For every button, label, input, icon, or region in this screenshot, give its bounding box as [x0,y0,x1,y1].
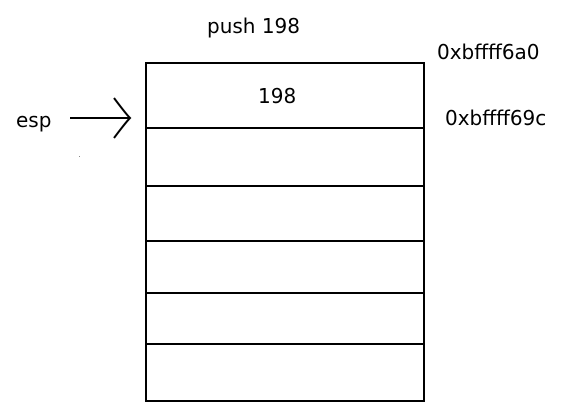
address-label-top: 0xbffff6a0 [437,40,540,64]
esp-register-label: esp [16,108,52,132]
instruction-title: push 198 [207,14,300,38]
address-label-esp: 0xbffff69c [445,106,547,130]
stack-divider [147,343,423,345]
esp-pointer-arrow-icon [70,97,132,139]
stray-dot [79,156,80,157]
stack-divider [147,292,423,294]
stack-frame [145,62,425,402]
stack-cell-value: 198 [258,84,297,108]
stack-divider [147,240,423,242]
stack-divider [147,127,423,129]
stack-divider [147,185,423,187]
